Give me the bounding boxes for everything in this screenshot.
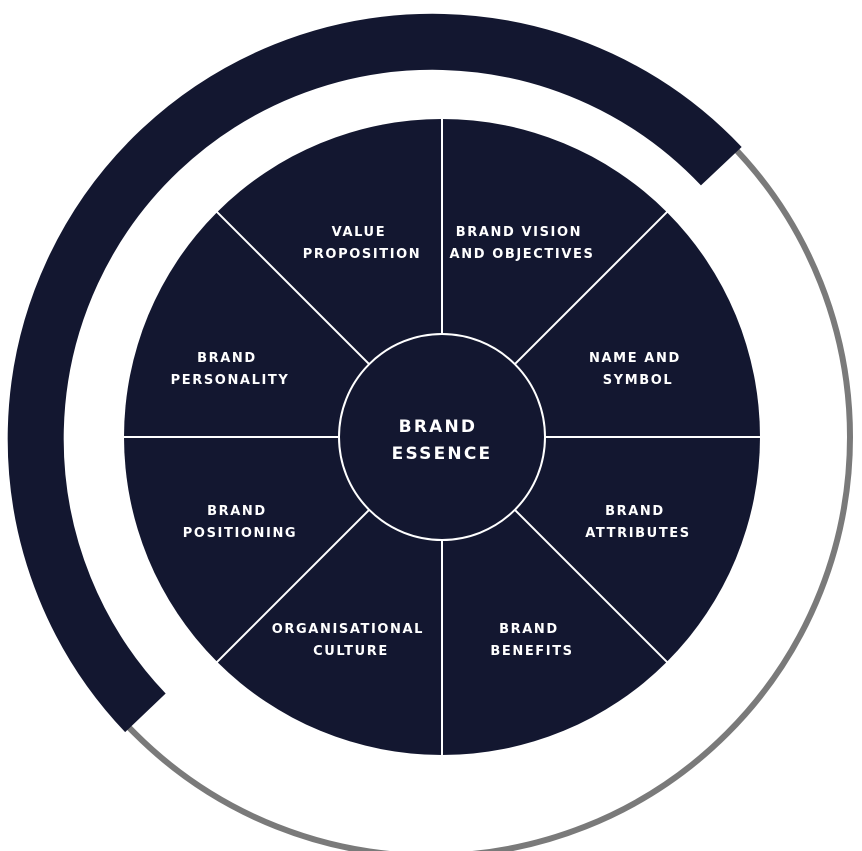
segment-label-brand-personality: BRAND PERSONALITY <box>171 351 290 388</box>
segment-label-line: PROPOSITION <box>303 247 422 262</box>
segment-label-line: BRAND <box>499 622 559 637</box>
outer-navy-arc <box>7 13 742 733</box>
segment-label-brand-vision-and-objectives: BRAND VISION AND OBJECTIVES <box>450 225 595 262</box>
segment-label-line: POSITIONING <box>183 526 297 541</box>
segment-label-line: BRAND <box>207 504 267 519</box>
segment-label-line: CULTURE <box>313 644 389 659</box>
segment-label-value-proposition: VALUE PROPOSITION <box>303 225 422 262</box>
segment-label-line: ORGANISATIONAL <box>272 622 424 637</box>
segment-label-line: NAME AND <box>589 351 681 366</box>
brand-essence-core <box>338 333 546 541</box>
segment-divider <box>214 209 370 365</box>
brand-essence-label: BRAND ESSENCE <box>392 417 493 464</box>
segment-label-line: VALUE <box>332 225 387 240</box>
segment-label-line: PERSONALITY <box>171 373 290 388</box>
segment-label-name-and-symbol: NAME AND SYMBOL <box>589 351 687 388</box>
segment-label-organisational-culture: ORGANISATIONAL CULTURE <box>272 622 430 659</box>
segment-label-line: BRAND <box>197 351 257 366</box>
brand-essence-line-2: ESSENCE <box>392 444 493 464</box>
segment-divider <box>214 509 370 665</box>
segment-label-line: ATTRIBUTES <box>585 526 691 541</box>
segment-label-line: BRAND <box>605 504 665 519</box>
segment-dividers <box>122 117 762 757</box>
segment-label-line: AND OBJECTIVES <box>450 247 595 262</box>
segment-label-line: SYMBOL <box>603 373 674 388</box>
segment-label-line: BRAND VISION <box>456 225 582 240</box>
segment-label-brand-positioning: BRAND POSITIONING <box>183 504 297 541</box>
segment-divider <box>514 509 670 665</box>
brand-essence-line-1: BRAND <box>399 417 478 437</box>
segment-divider <box>514 209 670 365</box>
segment-label-line: BENEFITS <box>490 644 573 659</box>
segment-label-brand-benefits: BRAND BENEFITS <box>490 622 573 659</box>
segment-label-brand-attributes: BRAND ATTRIBUTES <box>585 504 691 541</box>
